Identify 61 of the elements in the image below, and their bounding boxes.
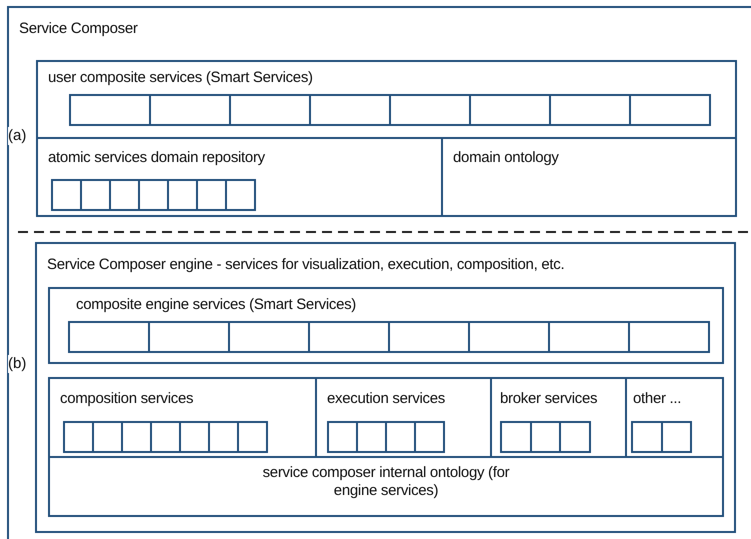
service-slot — [530, 421, 561, 453]
service-slot — [138, 179, 169, 211]
service-slot — [356, 421, 387, 453]
service-box — [35, 242, 736, 533]
service-box — [7, 6, 751, 539]
box-title: Service Composer — [19, 20, 138, 38]
service-slot — [631, 421, 662, 453]
section-label: (b) — [8, 355, 26, 373]
service-slot — [92, 421, 123, 453]
service-slot — [388, 321, 470, 353]
service-slot — [68, 321, 150, 353]
service-slot — [149, 94, 231, 126]
service-slot — [51, 179, 82, 211]
box-title: Service Composer engine - services for visualization, execution, composition, etc. — [47, 256, 564, 274]
service-box — [48, 456, 724, 517]
service-slot — [500, 421, 532, 453]
service-slot — [660, 421, 692, 453]
service-slot — [469, 94, 551, 126]
service-slot — [229, 94, 311, 126]
service-slot — [385, 421, 416, 453]
service-slot — [228, 321, 310, 353]
box-title: broker services — [500, 390, 598, 408]
service-slot — [109, 179, 140, 211]
service-box — [625, 377, 724, 458]
service-box — [48, 287, 724, 364]
service-box — [36, 137, 443, 217]
service-slot — [121, 421, 152, 453]
service-slot — [63, 421, 94, 453]
service-slot — [208, 421, 239, 453]
box-title: execution services — [327, 390, 445, 408]
service-slot — [309, 94, 391, 126]
service-slot — [69, 94, 151, 126]
service-slot — [414, 421, 445, 453]
box-title: user composite services (Smart Services) — [48, 69, 313, 87]
service-slot — [389, 94, 471, 126]
service-slot — [179, 421, 210, 453]
box-title: service composer internal ontology (for engine services) — [262, 464, 510, 500]
service-slot — [196, 179, 227, 211]
box-title: atomic services domain repository — [48, 149, 265, 167]
service-slot — [148, 321, 230, 353]
service-slot — [150, 421, 181, 453]
service-slot — [308, 321, 390, 353]
service-slot — [80, 179, 111, 211]
service-box — [441, 137, 737, 217]
service-slot — [468, 321, 550, 353]
service-slot — [167, 179, 198, 211]
service-slot — [559, 421, 590, 453]
section-label: (a) — [8, 127, 26, 145]
box-title: composite engine services (Smart Services) — [76, 296, 356, 314]
box-title: composition services — [60, 390, 194, 408]
service-slot — [225, 179, 256, 211]
service-slot — [549, 94, 631, 126]
box-title: domain ontology — [453, 149, 559, 167]
service-slot — [548, 321, 630, 353]
service-slot — [628, 321, 710, 353]
service-slot — [629, 94, 711, 126]
service-box — [48, 377, 317, 458]
service-slot — [237, 421, 268, 453]
service-box — [36, 60, 737, 139]
box-title: other ... — [633, 390, 682, 408]
service-slot — [327, 421, 358, 453]
